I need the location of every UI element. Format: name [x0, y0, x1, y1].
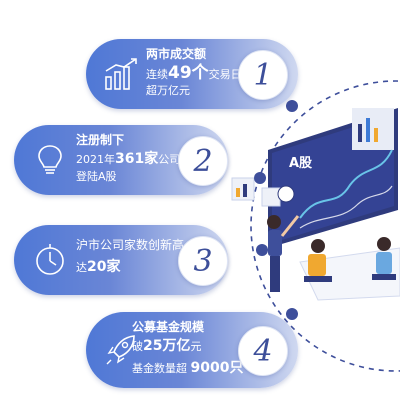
card-text: 基金数量超 — [132, 362, 191, 375]
card-title: 注册制下 — [76, 133, 125, 147]
card-text: 连续 — [146, 68, 168, 81]
card-text: 元 — [190, 340, 202, 353]
connector-dot — [256, 244, 268, 256]
people-figures — [267, 215, 396, 292]
screen-label: A股 — [289, 156, 312, 171]
connector-dot — [286, 308, 298, 320]
chart-growth-icon — [105, 58, 137, 90]
card-text: 公司 — [158, 153, 181, 166]
card-text: 交易日 — [208, 68, 242, 81]
lightbulb-icon — [38, 145, 62, 174]
connector-dot — [286, 100, 298, 112]
step-number-4: 4 — [238, 326, 288, 376]
card-text: 2021年 — [76, 153, 115, 166]
card-highlight: 361家 — [115, 151, 159, 167]
card-text: 达 — [76, 261, 87, 274]
card-title: 两市成交额 — [146, 47, 207, 61]
card-highlight: 20家 — [87, 259, 121, 275]
card-text: 超万亿元 — [146, 84, 190, 97]
card-text: 破 — [132, 340, 143, 353]
connector-dot — [254, 172, 266, 184]
card-highlight: 9000只 — [190, 360, 244, 376]
rocket-icon — [106, 335, 135, 365]
card-title: 公募基金规模 — [132, 320, 205, 334]
stopwatch-icon — [36, 244, 64, 275]
card-highlight: 25万亿 — [143, 338, 191, 354]
dashboard-screens — [231, 108, 398, 248]
card-highlight: 49个 — [168, 63, 209, 83]
card-text: 沪市公司家数创新高 — [76, 238, 185, 252]
step-number-2: 2 — [178, 136, 228, 186]
step-number-3: 3 — [178, 236, 228, 286]
step-number-1: 1 — [238, 50, 288, 100]
card-text: 登陆A股 — [76, 170, 117, 183]
